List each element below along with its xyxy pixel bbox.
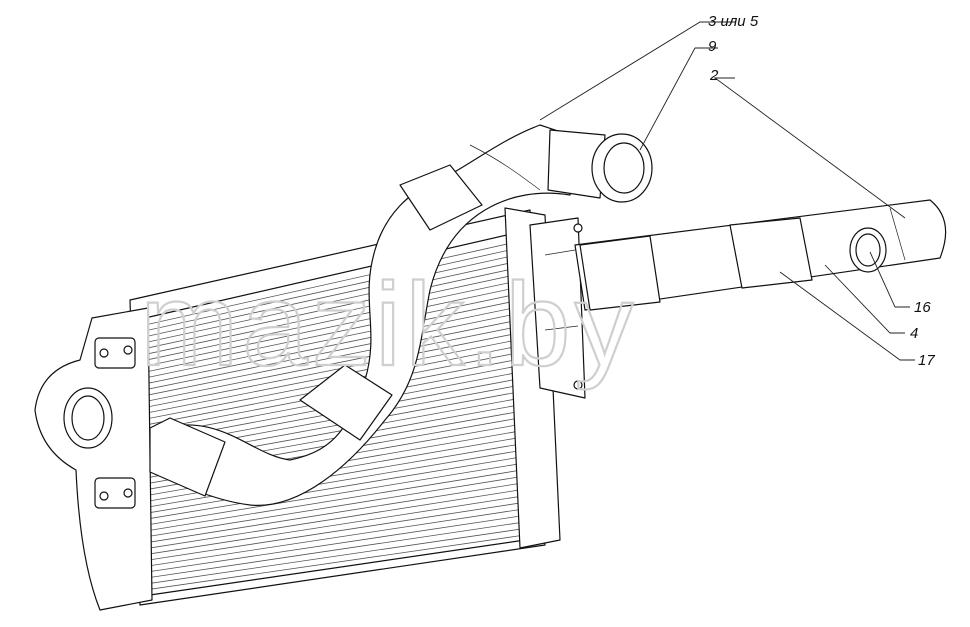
radiator-fin-line (145, 521, 525, 579)
radiator-fin-line (145, 298, 525, 379)
pipe-2 (574, 199, 947, 311)
radiator-fin-line (145, 528, 525, 585)
radiator-fin-line (145, 324, 525, 402)
radiator-fin-line (145, 462, 525, 526)
radiator-fin-line (145, 501, 525, 561)
radiator-fin-line (145, 534, 525, 591)
radiator-fin-line (145, 272, 525, 355)
callout-label-17: 17 (918, 352, 935, 369)
radiator-fin-line (145, 482, 525, 544)
radiator-fin-line (145, 318, 525, 397)
hose-3-or-5 (149, 124, 586, 506)
radiator-fin-line (145, 278, 525, 361)
radiator-fin-line (145, 239, 525, 326)
radiator-fin-line (145, 455, 525, 520)
radiator-fin-line (145, 508, 525, 567)
hose-coupling-9 (547, 129, 653, 203)
radiator-fin-line (145, 311, 525, 391)
leader-lines (539, 21, 915, 361)
radiator-fin-line (145, 449, 525, 514)
radiator-fin-line (145, 246, 525, 332)
radiator-fin-line (145, 285, 525, 367)
callout-label-3-or-5: 3 или 5 (708, 13, 759, 30)
radiator-fin-line (145, 514, 525, 573)
callout-label-9: 9 (708, 38, 717, 55)
radiator-fin-line (145, 475, 525, 538)
radiator-fin-line (145, 469, 525, 532)
callout-label-2: 2 (709, 67, 719, 84)
callout-label-4: 4 (910, 325, 918, 342)
radiator-fin-line (145, 252, 525, 338)
radiator-fin-line (145, 265, 525, 349)
radiator-fin-line (145, 442, 525, 508)
radiator-fin-line (145, 331, 525, 408)
radiator-fin-line (145, 292, 525, 373)
watermark-text: mazik.by (140, 259, 638, 391)
radiator-fin-line (145, 259, 525, 344)
radiator-fin-line (145, 488, 525, 550)
callout-label-16: 16 (914, 299, 931, 316)
radiator-fin-line (145, 495, 525, 556)
radiator-fin-line (145, 305, 525, 385)
